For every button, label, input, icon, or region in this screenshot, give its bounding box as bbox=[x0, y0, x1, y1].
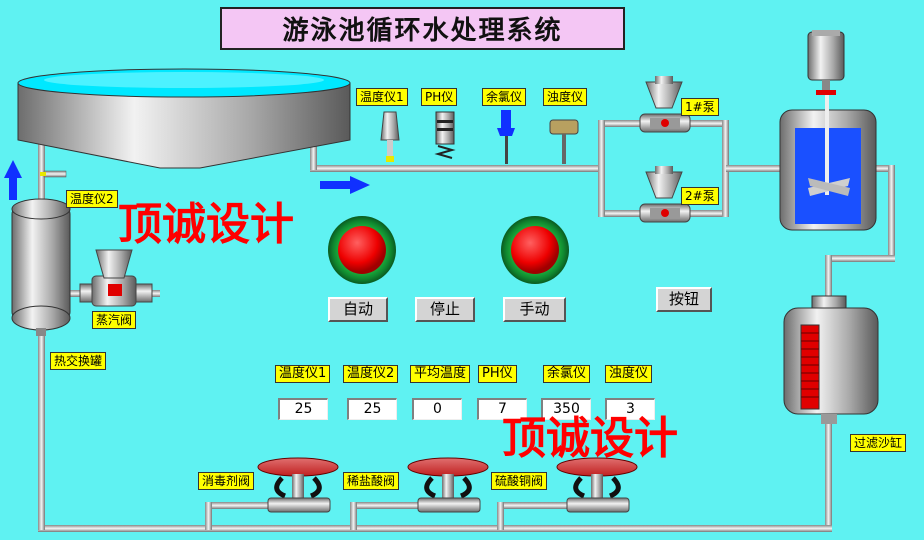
manual-button[interactable]: 手动 bbox=[503, 297, 566, 322]
readout-label-temperature-2: 温度仪2 bbox=[343, 365, 399, 383]
readout-value-temperature-2: 25 bbox=[347, 398, 397, 420]
readout-value-chlorine: 350 bbox=[541, 398, 591, 420]
label-heat-exchanger: 热交换罐 bbox=[50, 352, 107, 370]
instrument-ph bbox=[434, 111, 456, 159]
label-ph: PH仪 bbox=[421, 88, 458, 106]
readout-value-temperature-1: 25 bbox=[278, 398, 328, 420]
label-steam-valve: 蒸汽阀 bbox=[92, 311, 137, 329]
readout-label-ph: PH仪 bbox=[478, 365, 517, 383]
indicator-light-manual bbox=[501, 216, 569, 284]
flow-arrows bbox=[4, 160, 370, 200]
readout-label-temperature-1: 温度仪1 bbox=[275, 365, 331, 383]
indicator-light-auto bbox=[328, 216, 396, 284]
label-acid-valve: 稀盐酸阀 bbox=[343, 472, 400, 490]
label-chlorine: 余氯仪 bbox=[482, 88, 527, 106]
readout-value-turbidity: 3 bbox=[605, 398, 655, 420]
mixing-tank bbox=[779, 30, 877, 231]
readout-label-average-temperature: 平均温度 bbox=[410, 365, 471, 383]
instrument-chlorine bbox=[497, 110, 515, 164]
label-temperature-2: 温度仪2 bbox=[66, 190, 118, 208]
label-turbidity: 浊度仪 bbox=[543, 88, 588, 106]
sand-filter-tank bbox=[783, 295, 879, 424]
swimming-pool bbox=[17, 68, 351, 169]
instrument-turbidity bbox=[549, 119, 579, 164]
pump-2 bbox=[639, 166, 691, 223]
label-pump-1: 1#泵 bbox=[681, 98, 719, 116]
stop-button[interactable]: 停止 bbox=[415, 297, 475, 322]
readout-label-turbidity: 浊度仪 bbox=[605, 365, 653, 383]
steam-valve bbox=[79, 249, 153, 307]
dosing-valve-hydrochloric-acid bbox=[407, 457, 489, 513]
label-temperature-1: 温度仪1 bbox=[356, 88, 408, 106]
label-copper-valve: 硫酸铜阀 bbox=[491, 472, 548, 490]
watermark-text-lower: 顶诚设计 bbox=[502, 413, 678, 464]
dosing-valve-copper-sulfate bbox=[556, 457, 638, 513]
label-sand-filter: 过滤沙缸 bbox=[850, 434, 907, 452]
dosing-valve-disinfectant bbox=[257, 457, 339, 513]
pump-1 bbox=[639, 76, 691, 133]
watermark-text-upper: 顶诚设计 bbox=[118, 199, 294, 250]
readout-value-average-temperature: 0 bbox=[412, 398, 462, 420]
heat-exchanger-tank bbox=[11, 198, 71, 336]
instrument-temperature-1 bbox=[380, 111, 400, 162]
label-disinfectant-valve: 消毒剂阀 bbox=[198, 472, 255, 490]
auto-button[interactable]: 自动 bbox=[328, 297, 388, 322]
temperature-probe-2 bbox=[40, 170, 67, 178]
label-pump-2: 2#泵 bbox=[681, 187, 719, 205]
readout-label-chlorine: 余氯仪 bbox=[543, 365, 591, 383]
readout-value-ph: 7 bbox=[477, 398, 527, 420]
generic-button[interactable]: 按钮 bbox=[656, 287, 712, 312]
page-title: 游泳池循环水处理系统 bbox=[220, 7, 625, 50]
